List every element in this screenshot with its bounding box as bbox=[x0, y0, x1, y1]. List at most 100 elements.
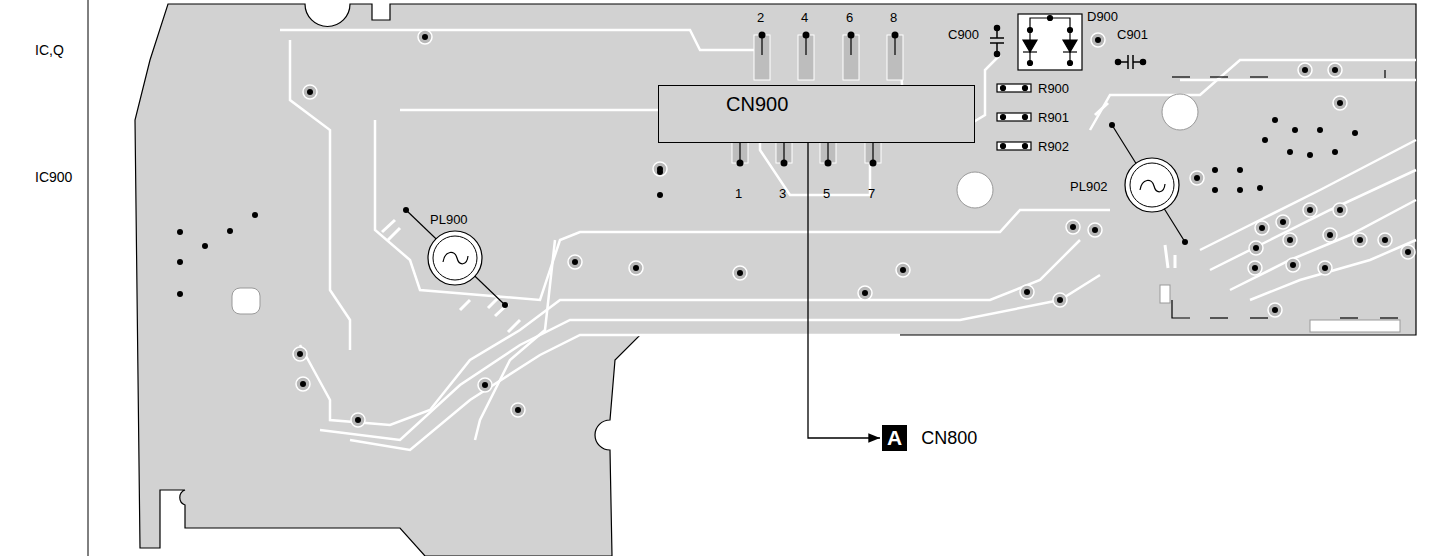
pad-hole bbox=[355, 417, 361, 423]
solder-pad bbox=[303, 85, 317, 99]
pad-hole bbox=[1057, 297, 1063, 303]
pad-hole bbox=[227, 228, 233, 234]
pad-hole bbox=[1237, 167, 1243, 173]
solder-pad bbox=[351, 413, 365, 427]
pad-hole bbox=[657, 192, 663, 198]
pad-hole bbox=[177, 259, 183, 265]
pad-hole bbox=[1337, 207, 1343, 213]
pad-hole bbox=[297, 351, 303, 357]
pin-number: 3 bbox=[779, 187, 786, 200]
pad-hole bbox=[1259, 225, 1265, 231]
pad-hole bbox=[1070, 224, 1076, 230]
part-name: R901 bbox=[1038, 111, 1069, 124]
pad-hole bbox=[202, 243, 208, 249]
solder-pad bbox=[629, 261, 643, 275]
pad-hole bbox=[1382, 237, 1388, 243]
solder-pad bbox=[568, 255, 582, 269]
solder-pad bbox=[296, 377, 310, 391]
solder-pad bbox=[1053, 293, 1067, 307]
pcb-traces bbox=[280, 30, 1416, 450]
solder-pad bbox=[478, 378, 492, 392]
pin-number: 4 bbox=[801, 11, 808, 24]
solder-pad bbox=[653, 162, 667, 176]
capacitor-symbol bbox=[990, 26, 1004, 57]
pad-hole bbox=[515, 407, 521, 413]
solder-pad bbox=[1283, 233, 1297, 247]
pad-hole bbox=[300, 381, 306, 387]
board-outline bbox=[135, 4, 1416, 556]
solder-pad bbox=[1298, 63, 1312, 77]
pad-hole bbox=[633, 265, 639, 271]
reference-tag: A bbox=[882, 425, 907, 451]
connector-reference: A CN800 bbox=[882, 425, 977, 451]
pad-hole bbox=[1332, 149, 1338, 155]
solder-pad bbox=[1303, 203, 1317, 217]
pad-hole bbox=[1287, 149, 1293, 155]
pad-hole bbox=[1337, 100, 1343, 106]
pad-hole bbox=[1287, 237, 1293, 243]
pad-hole bbox=[1405, 249, 1411, 255]
pad-hole bbox=[1352, 130, 1358, 136]
lamp-symbol bbox=[382, 207, 520, 332]
pin-number: 5 bbox=[823, 187, 830, 200]
pad-hole bbox=[1237, 187, 1243, 193]
solder-pad bbox=[511, 403, 525, 417]
pad-hole bbox=[307, 89, 313, 95]
pad-hole bbox=[1317, 127, 1323, 133]
section-heading: IC,Q bbox=[35, 43, 64, 57]
pin-number: 1 bbox=[735, 187, 742, 200]
solder-pads bbox=[177, 30, 1415, 427]
pad-hole bbox=[1257, 185, 1263, 191]
pad-hole bbox=[1302, 67, 1308, 73]
solder-pad bbox=[1333, 96, 1347, 110]
solder-pad bbox=[1286, 258, 1300, 272]
signal-arrow bbox=[808, 143, 880, 438]
pad-hole bbox=[1194, 175, 1200, 181]
pad-hole bbox=[862, 290, 868, 296]
solder-pad bbox=[1328, 63, 1342, 77]
solder-pad bbox=[1268, 303, 1282, 317]
component-outline bbox=[1172, 70, 1398, 318]
part-name: C900 bbox=[948, 28, 979, 41]
pad-hole bbox=[1212, 167, 1218, 173]
part-name: R902 bbox=[1038, 140, 1069, 153]
solder-pad bbox=[418, 30, 432, 44]
solder-pad bbox=[293, 347, 307, 361]
pin-number: 6 bbox=[846, 11, 853, 24]
pad-hole bbox=[657, 169, 663, 175]
solder-pad bbox=[1276, 215, 1290, 229]
resistor-symbol bbox=[997, 84, 1031, 150]
pad-hole bbox=[572, 259, 578, 265]
solder-pad bbox=[733, 266, 747, 280]
solder-pad bbox=[1255, 221, 1269, 235]
solder-pad bbox=[1318, 261, 1332, 275]
solder-pad bbox=[1378, 233, 1392, 247]
solder-pad bbox=[1333, 203, 1347, 217]
pad-hole bbox=[1272, 117, 1278, 123]
connector-name: CN800 bbox=[921, 428, 977, 449]
part-name: IC900 bbox=[35, 170, 72, 184]
solder-pad bbox=[1401, 245, 1415, 259]
solder-pad bbox=[858, 286, 872, 300]
diode-symbol bbox=[1018, 14, 1082, 70]
pad-hole bbox=[1357, 237, 1363, 243]
solder-pad bbox=[1190, 171, 1204, 185]
pin-number: 2 bbox=[757, 11, 764, 24]
pad-hole bbox=[1307, 152, 1313, 158]
pad-hole bbox=[900, 267, 906, 273]
part-name: PL900 bbox=[430, 213, 468, 226]
pad-hole bbox=[1024, 289, 1030, 295]
pad-hole bbox=[482, 382, 488, 388]
pad-hole bbox=[1272, 307, 1278, 313]
pad-hole bbox=[737, 270, 743, 276]
connector-name: CN900 bbox=[723, 92, 791, 117]
connector-box: CN900 bbox=[658, 85, 975, 143]
pad-hole bbox=[422, 34, 428, 40]
part-name: PL902 bbox=[1070, 180, 1108, 193]
pad-hole bbox=[1322, 265, 1328, 271]
pin-number: 7 bbox=[868, 187, 875, 200]
pad-hole bbox=[1292, 127, 1298, 133]
pad-hole bbox=[1332, 67, 1338, 73]
